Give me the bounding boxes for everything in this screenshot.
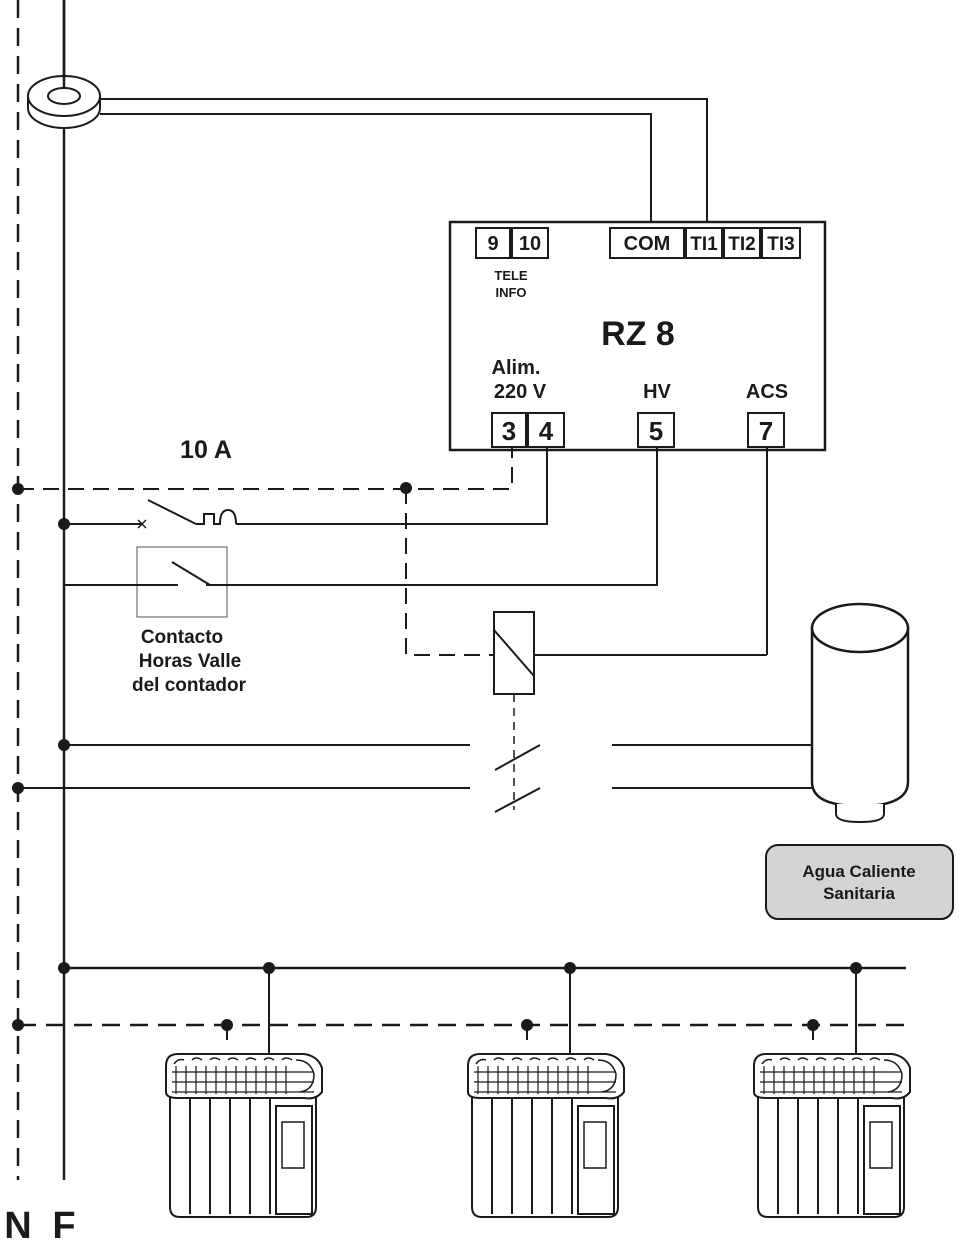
terminal-ti2-label: TI2: [728, 234, 755, 255]
terminal-3-label: 3: [502, 416, 516, 446]
current-transformer: [27, 0, 101, 129]
terminal-7-label: 7: [759, 416, 773, 446]
terminal-4: [527, 412, 565, 448]
terminal-9: [475, 227, 511, 259]
water-heater-label-line2: Sanitaria: [823, 884, 895, 903]
terminal-3: [491, 412, 527, 448]
rz8-controller: 9 10 COM TI1 TI2 TI3 TELE INFO RZ 8 Alim…: [448, 220, 827, 452]
contact-label-line1: Contacto: [141, 627, 223, 648]
water-heater-label-line1: Agua Caliente: [802, 862, 915, 881]
terminal-ti1-label: TI1: [690, 234, 718, 255]
radiator-3: [753, 1053, 911, 1218]
contact-label-line3: del contador: [132, 675, 247, 696]
water-heater: [810, 602, 910, 824]
breaker-10a: [58, 448, 548, 530]
phase-label: F: [52, 1205, 75, 1247]
off-peak-contact: [64, 448, 658, 618]
contact-label-line2: Horas Valle: [139, 651, 241, 672]
terminal-5-label: 5: [649, 416, 663, 446]
supply-label-line1: Alim.: [492, 357, 541, 379]
breaker-label: 10 A: [180, 436, 232, 464]
terminal-com: [609, 227, 685, 259]
teleinfo-label-line2: INFO: [495, 285, 526, 300]
terminal-9-label: 9: [487, 233, 498, 255]
acs-label: ACS: [746, 381, 788, 403]
water-heater-badge: Agua Caliente Sanitaria: [765, 844, 954, 920]
terminal-4-label: 4: [539, 416, 554, 446]
hv-label: HV: [643, 381, 671, 403]
terminal-7: [747, 412, 785, 448]
terminal-ti2: [723, 227, 761, 259]
terminal-ti3: [761, 227, 801, 259]
terminal-10: [511, 227, 549, 259]
terminal-10-label: 10: [519, 233, 541, 255]
teleinfo-label-line1: TELE: [494, 268, 528, 283]
contactor-coil: [493, 448, 768, 810]
supply-label-line2: 220 V: [494, 381, 547, 403]
radiator-1: [165, 1053, 323, 1218]
neutral-label: N: [4, 1205, 31, 1247]
terminal-ti3-label: TI3: [767, 234, 794, 255]
contactor-contacts: [12, 739, 812, 813]
radiator-2: [467, 1053, 625, 1218]
terminal-5: [637, 412, 675, 448]
controller-model: RZ 8: [601, 315, 675, 353]
terminal-com-label: COM: [624, 233, 671, 255]
terminal-ti1: [685, 227, 723, 259]
